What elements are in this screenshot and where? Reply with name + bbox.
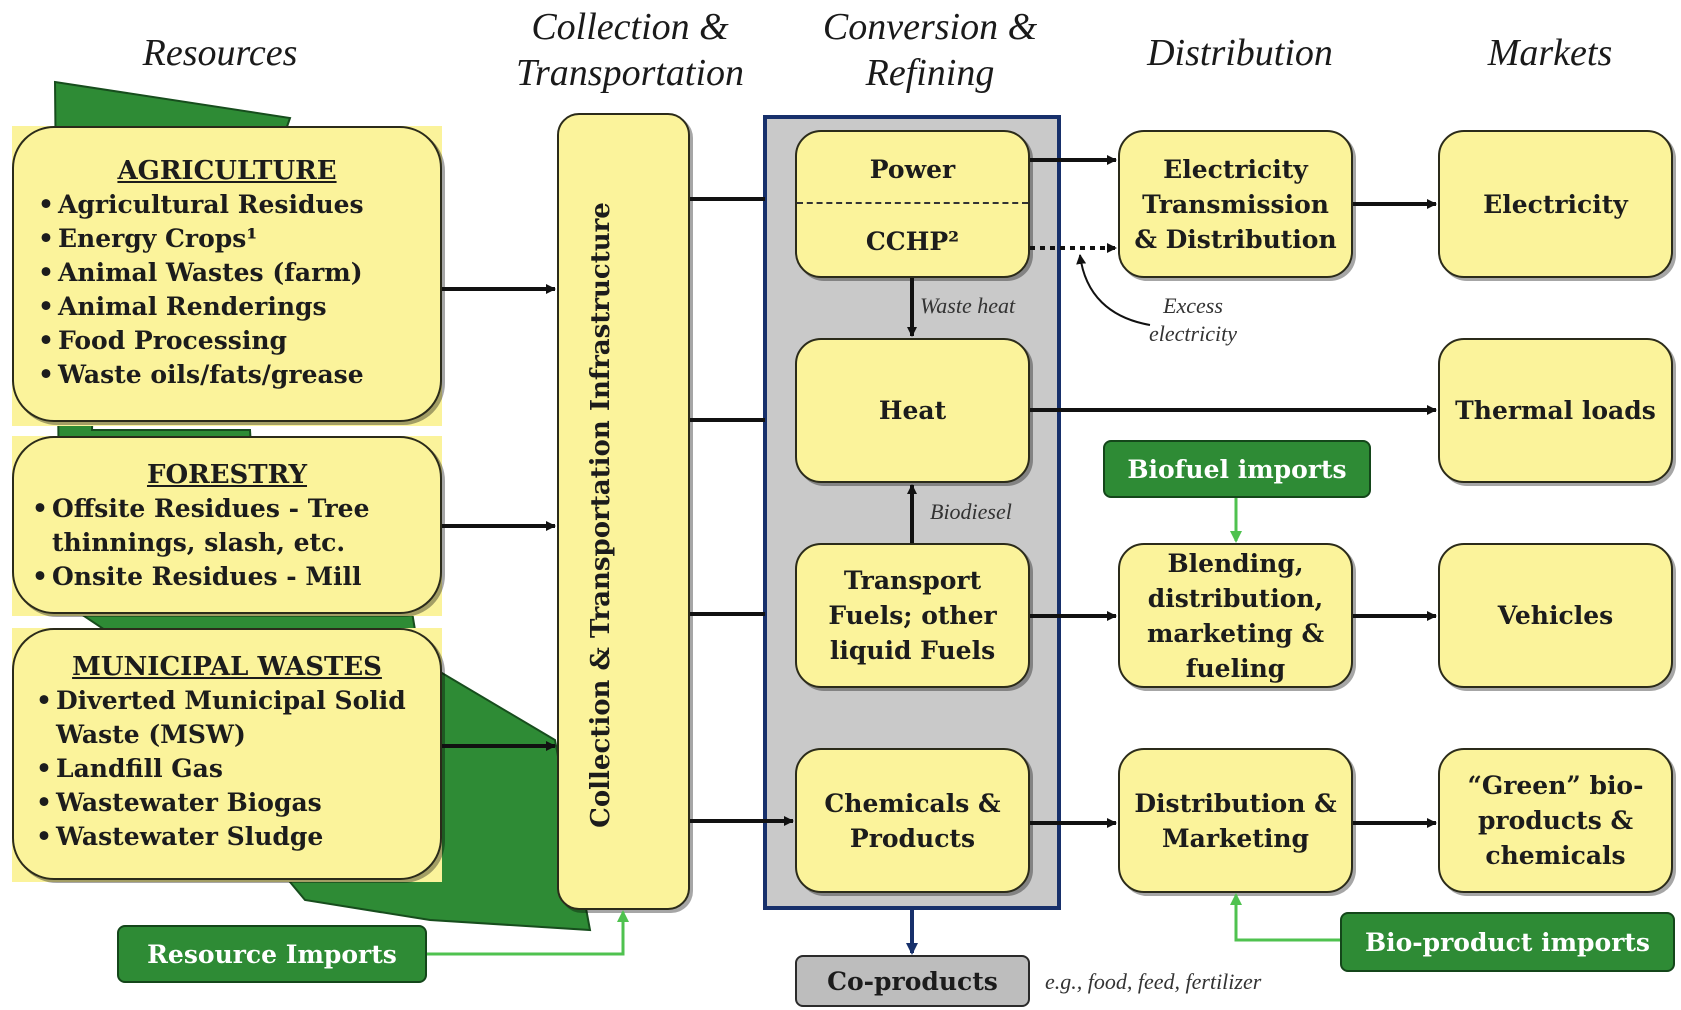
power-cchp-box: Power CCHP² bbox=[795, 130, 1030, 278]
list-item: Landfill Gas bbox=[36, 752, 440, 786]
column-heading-conversion: Conversion &Refining bbox=[822, 6, 1038, 94]
forestry-box: FORESTRY Offsite Residues - Tree thinnin… bbox=[12, 436, 442, 614]
list-item: Agricultural Residues bbox=[38, 188, 440, 222]
market-green-bioproducts-box: “Green” bio-products &chemicals bbox=[1438, 748, 1673, 893]
distribution-marketing-box: Distribution &Marketing bbox=[1118, 748, 1353, 893]
list-item: thinnings, slash, etc. bbox=[52, 528, 346, 557]
list-item: Offsite Residues - Tree bbox=[32, 492, 440, 526]
list-item: Food Processing bbox=[38, 324, 440, 358]
collection-infrastructure-label: Collection & Transportation Infrastructu… bbox=[586, 202, 617, 828]
list-item: Animal Renderings bbox=[38, 290, 440, 324]
chemicals-products-box: Chemicals &Products bbox=[795, 748, 1030, 893]
municipal-title: MUNICIPAL WASTES bbox=[72, 652, 382, 682]
column-heading-distribution: Distribution bbox=[1147, 32, 1333, 74]
agriculture-box: AGRICULTURE Agricultural Residues Energy… bbox=[12, 126, 442, 422]
market-vehicles-box: Vehicles bbox=[1438, 543, 1673, 688]
blending-box: Blending,distribution,marketing &fueling bbox=[1118, 543, 1353, 688]
coproducts-box: Co-products bbox=[795, 955, 1030, 1007]
municipal-wastes-box: MUNICIPAL WASTES Diverted Municipal Soli… bbox=[12, 628, 442, 880]
bioproduct-imports-box: Bio-product imports bbox=[1340, 912, 1675, 972]
market-electricity-box: Electricity bbox=[1438, 130, 1673, 278]
list-item: Waste (MSW) bbox=[56, 720, 246, 749]
power-label: Power bbox=[869, 155, 956, 184]
column-heading-collection: Collection &Transportation bbox=[515, 6, 745, 94]
market-thermal-loads-box: Thermal loads bbox=[1438, 338, 1673, 483]
column-heading-resources: Resources bbox=[142, 32, 298, 74]
list-item: Wastewater Sludge bbox=[36, 820, 440, 854]
agriculture-title: AGRICULTURE bbox=[117, 156, 337, 186]
coproducts-note: e.g., food, feed, fertilizer bbox=[1045, 969, 1262, 994]
collection-infrastructure-box bbox=[557, 113, 690, 910]
list-item: Diverted Municipal Solid bbox=[36, 684, 440, 718]
cchp-label: CCHP² bbox=[865, 227, 960, 256]
column-heading-markets: Markets bbox=[1487, 32, 1613, 74]
waste-heat-label: Waste heat bbox=[920, 293, 1016, 318]
list-item: Animal Wastes (farm) bbox=[38, 256, 440, 290]
list-item: Energy Crops¹ bbox=[38, 222, 440, 256]
list-item: Waste oils/fats/grease bbox=[38, 358, 440, 392]
resource-imports-box: Resource Imports bbox=[117, 925, 427, 983]
list-item: Onsite Residues - Mill bbox=[32, 560, 440, 594]
forestry-title: FORESTRY bbox=[146, 460, 308, 490]
power-cchp-divider bbox=[797, 202, 1028, 204]
biodiesel-label: Biodiesel bbox=[930, 499, 1012, 524]
biofuel-imports-box: Biofuel imports bbox=[1103, 440, 1371, 498]
list-item: Wastewater Biogas bbox=[36, 786, 440, 820]
heat-box: Heat bbox=[795, 338, 1030, 483]
